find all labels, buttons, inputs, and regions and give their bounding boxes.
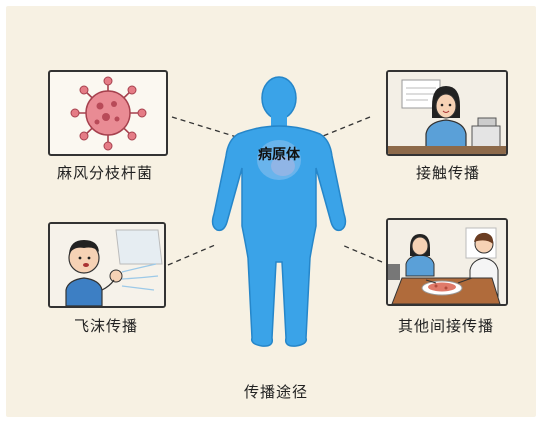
connector-bottom-left [167, 244, 216, 266]
panel-droplet [48, 222, 166, 308]
connector-top-right [317, 116, 371, 139]
head-shape [261, 76, 297, 120]
neck-shape [271, 115, 287, 127]
diagram-caption: 传播途径 [244, 383, 309, 401]
connector-lines [167, 116, 383, 266]
human-body-figure [211, 76, 347, 347]
panel-bacterium-label: 麻风分枝杆菌 [57, 164, 154, 182]
shared-food-table-icon [388, 220, 506, 304]
panel-droplet-label: 飞沫传播 [74, 317, 139, 335]
torso-shape [211, 125, 347, 347]
person-at-desk-icon [388, 72, 506, 154]
panel-indirect [386, 218, 508, 306]
panel-contact [386, 70, 508, 156]
panel-contact-label: 接触传播 [416, 164, 481, 182]
pathogen-label: 病原体 [258, 147, 300, 163]
coughing-boy-icon [50, 224, 164, 306]
virus-icon [70, 76, 147, 151]
connector-top-left [171, 116, 241, 139]
panel-indirect-label: 其他间接传播 [398, 317, 495, 335]
pathogen-glow-inner [271, 156, 295, 176]
panel-bacterium [48, 70, 168, 156]
connector-bottom-right [341, 244, 383, 263]
